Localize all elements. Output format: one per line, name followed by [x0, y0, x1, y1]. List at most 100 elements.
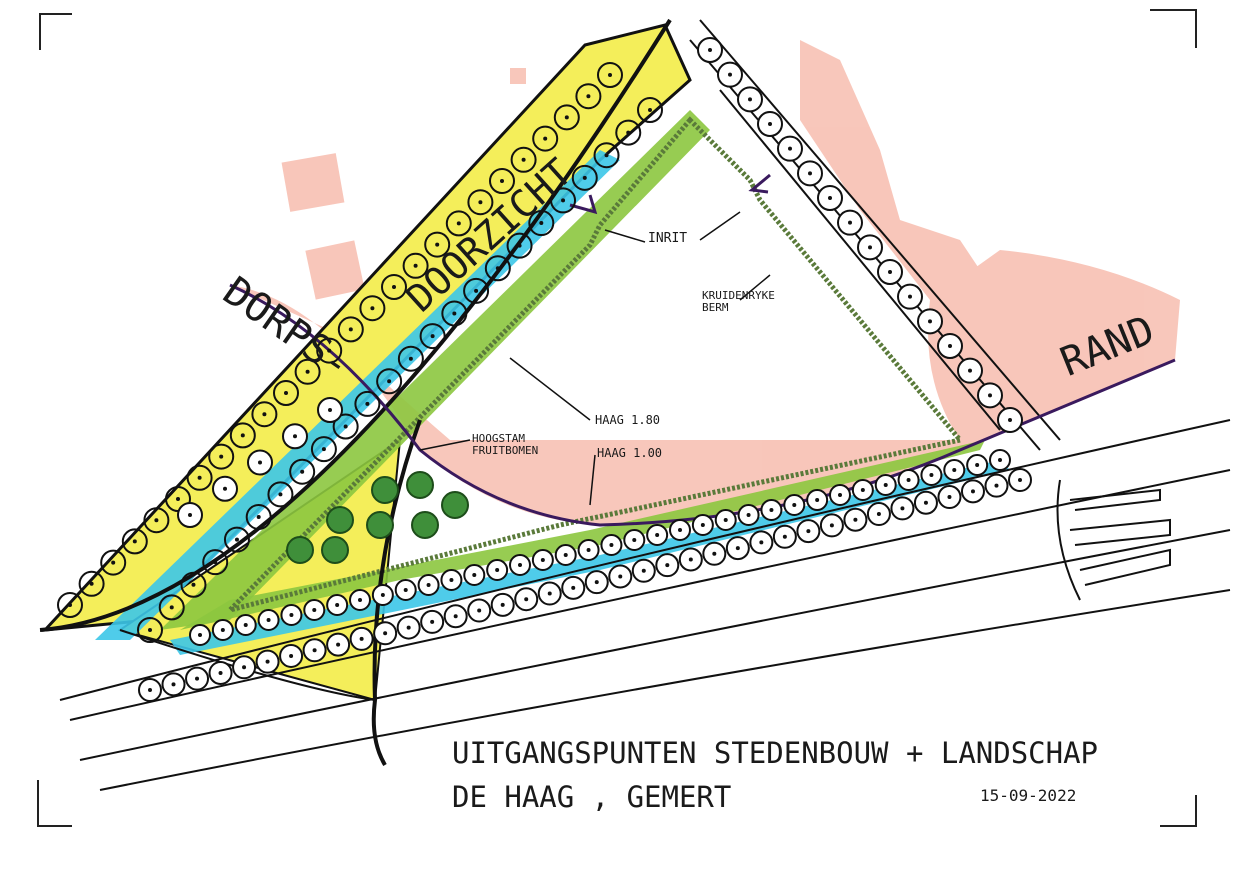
tree-dot: [518, 563, 522, 567]
tree-dot: [219, 454, 224, 459]
tree-dot: [952, 468, 957, 472]
tree-dot: [408, 356, 413, 361]
tree-dot: [586, 548, 591, 552]
tree-dot: [188, 513, 192, 517]
title-line-1: UITGANGSPUNTEN STEDENBOUW + LANDSCHAP: [452, 736, 1099, 770]
label-line: HOOGSTAM: [472, 432, 525, 445]
fruit-tree-symbol: [441, 491, 469, 519]
tree-symbol: [354, 390, 381, 417]
label-line: KRUIDENRYKE: [702, 289, 775, 302]
tree-dot: [223, 486, 227, 491]
tree-dot: [383, 631, 388, 636]
tree-symbol: [143, 507, 170, 534]
tree-dot: [220, 628, 225, 632]
tree-symbol: [251, 401, 278, 428]
tree-dot: [68, 603, 72, 607]
label-line: FRUITBOMEN: [472, 443, 539, 457]
tree-symbol: [553, 104, 580, 131]
tree-dot: [265, 659, 270, 664]
tree-dot: [198, 633, 202, 637]
fruit-tree-symbol: [411, 511, 439, 539]
tree-dot: [517, 243, 522, 248]
tree-dot: [728, 72, 732, 77]
tree-dot: [968, 368, 972, 373]
tree-dot: [234, 537, 239, 542]
date-label: 15-09-2022: [980, 786, 1077, 805]
tree-dot: [242, 665, 247, 670]
tree-symbol: [208, 443, 235, 470]
tree-dot: [289, 653, 294, 658]
tree-dot: [700, 523, 705, 527]
tree-dot: [868, 245, 872, 250]
tree-dot: [89, 581, 94, 586]
tree-dot: [197, 475, 202, 480]
tree-symbol: [180, 571, 207, 598]
tree-dot: [132, 539, 137, 544]
tree-symbol: [467, 189, 494, 216]
tree-dot: [495, 266, 500, 271]
tree-symbol: [245, 503, 272, 530]
tree-symbol: [376, 368, 403, 395]
tree-dot: [335, 603, 340, 607]
tree-dot: [284, 391, 288, 395]
tree-symbol: [294, 358, 321, 385]
tree-dot: [848, 220, 852, 225]
tree-symbol: [267, 481, 294, 508]
fruit-tree-symbol: [406, 471, 434, 499]
tree-symbol: [441, 300, 468, 327]
tree-dot: [305, 369, 310, 374]
trees: [57, 37, 1032, 702]
tree-dot: [860, 488, 865, 492]
tree-dot: [906, 478, 911, 482]
tree-dot: [435, 242, 440, 247]
fruit-trees: [286, 471, 469, 564]
tree-dot: [240, 433, 245, 438]
tree-dot: [289, 613, 294, 617]
tree-dot: [195, 676, 200, 681]
tree-symbol: [550, 187, 577, 214]
tree-dot: [500, 179, 504, 183]
leader-lines: [419, 211, 771, 506]
tree-dot: [609, 543, 614, 547]
tree-dot: [312, 648, 317, 653]
tree-symbol: [597, 62, 623, 88]
tree-dot: [191, 582, 196, 587]
tree-symbol: [637, 97, 663, 123]
tree-symbol: [381, 274, 407, 300]
tree-dot: [392, 285, 396, 289]
tree-dot: [788, 146, 792, 151]
tree-dot: [815, 498, 820, 502]
tree-dot: [171, 682, 176, 687]
tree-symbol: [615, 119, 642, 146]
tree-dot: [665, 563, 670, 568]
tree-dot: [477, 608, 482, 613]
tree-dot: [154, 518, 159, 523]
tree-dot: [293, 434, 297, 439]
tree-dot: [641, 568, 646, 573]
tree-symbol: [484, 255, 511, 282]
tree-dot: [540, 558, 545, 562]
tree-symbol: [532, 125, 559, 152]
tree-dot: [213, 560, 218, 565]
tree-dot: [176, 497, 180, 501]
tree-dot: [828, 196, 832, 200]
tree-dot: [278, 492, 283, 497]
tree-symbol: [223, 526, 250, 553]
tree-dot: [348, 327, 353, 332]
tree-dot: [829, 523, 834, 528]
roads: [39, 18, 1231, 791]
tree-symbol: [273, 380, 299, 406]
tree-dot: [853, 517, 858, 522]
tree-dot: [928, 319, 932, 324]
tree-dot: [923, 500, 928, 505]
tree-symbol: [316, 337, 343, 364]
tree-dot: [723, 518, 728, 522]
tree-dot: [586, 94, 591, 99]
tree-dot: [678, 528, 682, 532]
tree-dot: [543, 136, 548, 141]
tree-symbol: [593, 142, 620, 169]
tree-dot: [838, 493, 842, 497]
tree-symbol: [229, 422, 256, 449]
